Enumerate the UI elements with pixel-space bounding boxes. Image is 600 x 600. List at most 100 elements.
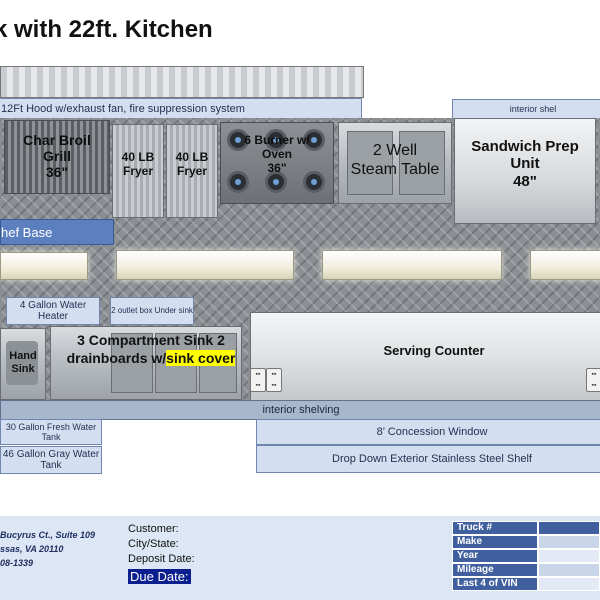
outlet-box-label: 2 outlet box Under sink [111,305,193,315]
char-broil-grill-text: Char Broil Grill 36" [5,123,109,189]
fresh-water-label: 30 Gallon Fresh Water Tank [5,421,97,442]
burner-icon [227,129,249,151]
footer-address-1: Bucyrus Ct., Suite 109 [0,530,96,540]
vin-label: Last 4 of VIN [452,577,538,591]
city-state-label: City/State: [128,538,179,550]
steam-well-right [399,131,445,195]
six-burner-oven: 6 Burner w/ Oven 36" [220,122,334,204]
hand-sink: Hand Sink [0,328,46,400]
vin-row: Last 4 of VIN [452,577,600,591]
char-broil-line2: Grill [42,147,71,164]
burner-icon [303,129,325,151]
fryer-1: 40 LB Fryer [112,124,164,218]
concession-window: 8’ Concession Window [256,419,600,445]
sandwich-prep-text: Sandwich Prep Unit 48" [455,129,595,199]
steam-line1: 2 Well [372,141,418,159]
sandwich-line1: Sandwich Prep [471,138,579,156]
fryer-1-text: 40 LB Fryer [113,145,163,185]
hand-sink-text: Hand Sink [1,343,45,383]
fresh-water-tank: 30 Gallon Fresh Water Tank [0,419,102,445]
sandwich-prep-unit: Sandwich Prep Unit 48" [454,118,596,224]
truck-row: Truck # [452,521,600,535]
fryer-2-line1: 40 LB [175,150,209,165]
compartment-sink-line2: drainboards w/sink cover [56,350,246,367]
fryer-1-line2: Fryer [122,164,154,178]
year-value[interactable] [538,549,600,563]
outlet-icon: ▪▪▪▪ [266,368,282,392]
hand-sink-basin [6,341,38,385]
vin-value[interactable] [538,577,600,591]
drop-down-shelf: Drop Down Exterior Stainless Steel Shelf [256,445,600,473]
burner-line2: Oven [261,147,292,162]
page-title: k with 22ft. Kitchen [0,16,213,43]
mileage-value[interactable] [538,563,600,577]
burner-size: 36" [267,160,287,175]
gray-water-label: 46 Gallon Gray Water Tank [2,448,100,472]
char-broil-line1: Char Broil [23,131,91,148]
outlet-box: 2 outlet box Under sink [110,297,194,325]
ceiling-light [322,250,502,280]
outlet-icon: ▪▪▪▪ [250,368,266,392]
customer-label: Customer: [128,523,179,535]
year-label: Year [452,549,538,563]
burner-line1: 6 Burner w/ [244,133,310,148]
footer-address-3: 08-1339 [0,558,34,568]
sink-cover-highlight: sink cover [166,350,236,367]
mileage-row: Mileage [452,563,600,577]
outlet-icon: ▪▪▪▪ [586,368,600,392]
drop-down-shelf-label: Drop Down Exterior Stainless Steel Shelf [332,453,532,465]
make-label: Make [452,535,538,549]
burner-icon [265,129,287,151]
hood-label-bar: 12Ft Hood w/exhaust fan, fire suppressio… [0,98,362,120]
burner-icon [265,171,287,193]
serving-counter-text: Serving Counter [251,339,600,363]
make-value[interactable] [538,535,600,549]
truck-info-table: Truck # Make Year Mileage Last 4 of VIN [452,521,600,591]
ceiling-light [530,250,600,280]
fryer-1-line1: 40 LB [121,150,155,165]
hood-canopy [0,66,364,98]
interior-shelving-bottom-label: interior shelving [262,404,340,416]
fryer-2-line2: Fryer [176,164,208,178]
compartment-sink-prefix: drainboards w/ [66,350,167,367]
serving-counter: Serving Counter [250,312,600,402]
burner-icon [227,171,249,193]
ceiling-light [116,250,294,280]
due-date-label: Due Date: [128,569,191,584]
serving-counter-label: Serving Counter [383,342,485,358]
char-broil-grill: Char Broil Grill 36" [4,120,110,194]
water-heater-label: 4 Gallon Water Heater [19,300,87,322]
steam-table-text: 2 Well Steam Table [339,135,451,185]
hood-label: 12Ft Hood w/exhaust fan, fire suppressio… [1,103,245,115]
year-row: Year [452,549,600,563]
truck-number-label: Truck # [452,521,538,535]
sandwich-line2: Unit [510,155,540,173]
gray-water-tank: 46 Gallon Gray Water Tank [0,446,102,474]
make-row: Make [452,535,600,549]
chef-base: hef Base [0,219,114,245]
interior-shelving-bottom: interior shelving [0,400,600,420]
fryer-2: 40 LB Fryer [166,124,218,218]
chef-base-label: hef Base [1,224,53,240]
mileage-label: Mileage [452,563,538,577]
concession-window-label: 8’ Concession Window [376,426,488,438]
sink-basin-1 [111,333,153,393]
interior-shelving-top-label: interior shel [509,104,557,114]
interior-shelving-top: interior shel [452,99,600,119]
six-burner-text: 6 Burner w/ Oven 36" [221,127,333,183]
steam-table: 2 Well Steam Table [338,122,452,204]
compartment-sink-line1: 3 Compartment Sink 2 [77,332,225,348]
ceiling-light [0,252,88,280]
deposit-date-label: Deposit Date: [128,553,195,565]
three-compartment-sink-text: 3 Compartment Sink 2 drainboards w/sink … [56,332,246,367]
fryer-2-text: 40 LB Fryer [167,145,217,185]
sandwich-size: 48" [513,172,537,190]
truck-number-value[interactable] [538,521,600,535]
water-heater: 4 Gallon Water Heater [6,297,100,325]
burner-icon [303,171,325,193]
char-broil-size: 36" [45,164,69,181]
steam-line2: Steam Table [350,161,440,178]
hand-sink-label: Hand Sink [9,350,37,375]
steam-well-left [347,131,393,195]
footer-address-2: ssas, VA 20110 [0,544,64,554]
